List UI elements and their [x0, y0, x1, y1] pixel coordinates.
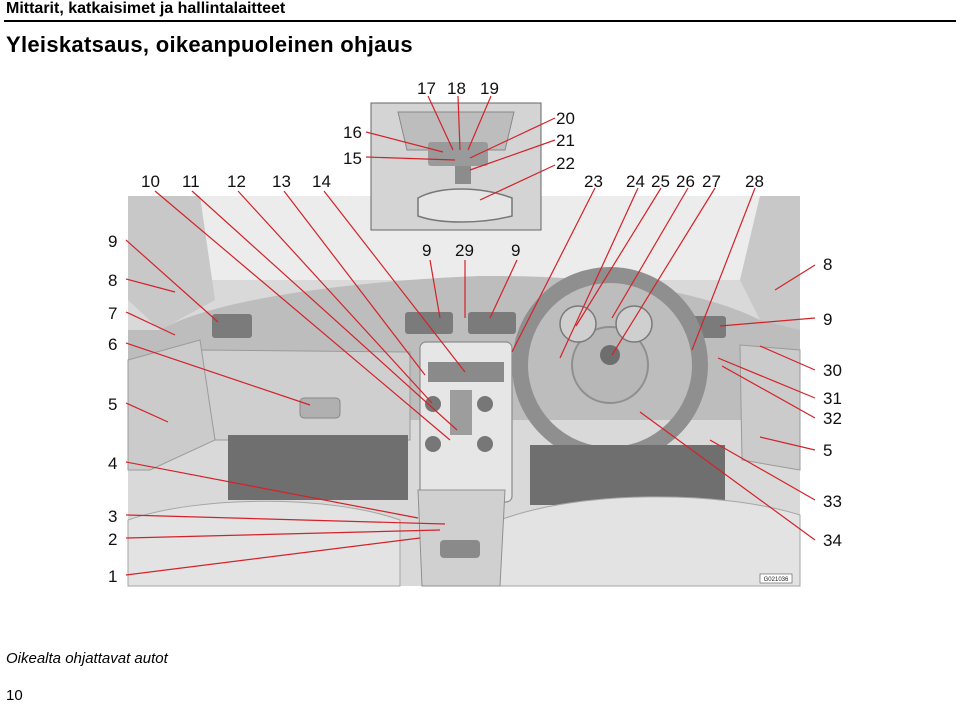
callout-21: 21: [556, 131, 575, 150]
callout-23: 23: [584, 172, 603, 191]
callout-33: 33: [823, 492, 842, 511]
callout-9-vent-left: 9: [422, 241, 431, 260]
callout-9-vent-right: 9: [511, 241, 520, 260]
callout-27: 27: [702, 172, 721, 191]
section-title: Yleiskatsaus, oikeanpuoleinen ohjaus: [6, 32, 413, 57]
callout-32: 32: [823, 409, 842, 428]
leader-lines: [125, 95, 816, 576]
callout-22: 22: [556, 154, 575, 173]
callout-8-right: 8: [823, 255, 832, 274]
callout-17: 17: [417, 79, 436, 98]
callout-15: 15: [343, 149, 362, 168]
chapter-header: Mittarit, katkaisimet ja hallintalaittee…: [6, 0, 286, 17]
callout-18: 18: [447, 79, 466, 98]
callout-16: 16: [343, 123, 362, 142]
callout-25: 25: [651, 172, 670, 191]
page-number: 10: [6, 687, 23, 704]
callout-29: 29: [455, 241, 474, 260]
callout-11: 11: [182, 172, 200, 191]
callout-26: 26: [676, 172, 695, 191]
callout-31: 31: [823, 389, 842, 408]
callout-8-left: 8: [108, 271, 117, 290]
callout-5-right: 5: [823, 441, 832, 460]
callout-7: 7: [108, 304, 117, 323]
figure-code: G021036: [764, 577, 789, 583]
callout-30: 30: [823, 361, 842, 380]
figure-caption: Oikealta ohjattavat autot: [6, 650, 168, 667]
callout-24: 24: [626, 172, 645, 191]
callout-6: 6: [108, 335, 117, 354]
callout-14: 14: [312, 172, 331, 191]
callout-34: 34: [823, 531, 842, 550]
callout-28: 28: [745, 172, 764, 191]
callout-10: 10: [141, 172, 160, 191]
callout-5-left: 5: [108, 395, 117, 414]
callout-13: 13: [272, 172, 291, 191]
callout-3: 3: [108, 507, 117, 526]
callout-2: 2: [108, 530, 117, 549]
header-divider: [4, 20, 956, 22]
callout-9-right: 9: [823, 310, 832, 329]
callout-1: 1: [108, 567, 117, 586]
callout-20: 20: [556, 109, 575, 128]
callout-numbers: 1 2 3 4 5 6 7 8 9 10 11 12 13 14 15 16 1…: [108, 79, 842, 586]
callout-9-left: 9: [108, 232, 117, 251]
callout-4: 4: [108, 454, 117, 473]
callout-12: 12: [227, 172, 246, 191]
callout-19: 19: [480, 79, 499, 98]
